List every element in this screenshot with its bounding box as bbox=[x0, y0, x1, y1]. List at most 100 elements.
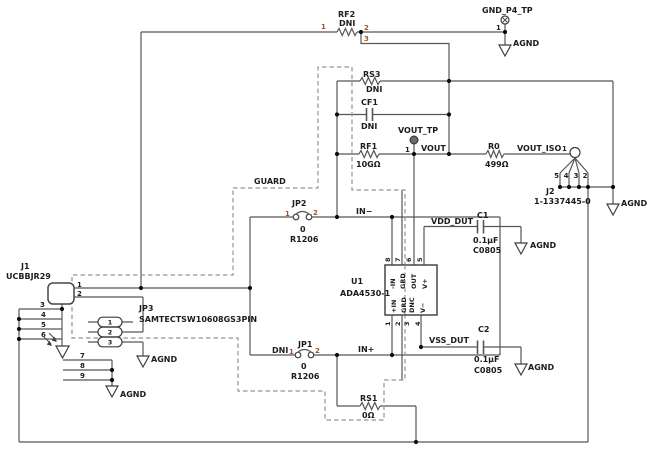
in-plus-label: IN+ bbox=[358, 345, 374, 354]
agnd-symbol bbox=[513, 363, 529, 377]
agnd-symbol bbox=[135, 355, 151, 369]
in-minus-label: IN− bbox=[356, 207, 372, 216]
rf1-value-label: 10GΩ bbox=[356, 160, 381, 169]
agnd-symbol bbox=[605, 203, 621, 217]
jp2-footprint-label: R1206 bbox=[290, 235, 319, 244]
resistor-rs3: RS3 DNI bbox=[359, 70, 382, 94]
jp1-footprint-label: R1206 bbox=[291, 372, 320, 381]
jp3-value-label: SAMTECTSW10608GS3PIN bbox=[139, 315, 257, 324]
c1-footprint-label: C0805 bbox=[473, 246, 502, 255]
resistor-rf1: RF1 10GΩ bbox=[356, 142, 381, 169]
vout-tp-pin: 1 bbox=[405, 146, 410, 154]
agnd-label: AGND bbox=[151, 355, 177, 364]
j1-pin-2: 2 bbox=[77, 290, 82, 298]
jp2-pin-2: 2 bbox=[313, 209, 318, 217]
agnd-label: AGND bbox=[528, 363, 554, 372]
u1-ref-label: U1 bbox=[351, 277, 363, 286]
u1-pin-num: 5 bbox=[416, 257, 424, 262]
u1-pin-name: -IN bbox=[389, 278, 397, 289]
j2-pin-1: 1 bbox=[562, 145, 567, 153]
j1-pin-3: 3 bbox=[40, 301, 45, 309]
u1-pin-name: V− bbox=[419, 303, 427, 313]
vout-label: VOUT bbox=[421, 144, 446, 153]
testpoint-vout-tp: VOUT_TP 1 bbox=[398, 126, 438, 154]
j1-pin-5: 5 bbox=[41, 321, 46, 329]
u1-pin-name: +IN bbox=[390, 300, 398, 313]
photodiode-symbol bbox=[43, 332, 71, 360]
jp1-value-label: 0 bbox=[301, 362, 307, 371]
connector-j1: J1 UCBBJR29 1 2 3 4 5 6 7 8 9 bbox=[6, 262, 85, 380]
testpoint-gnd-p4-tp: GND_P4_TP 1 bbox=[482, 6, 533, 32]
u1-pin-num: 2 bbox=[394, 321, 402, 326]
u1-body bbox=[384, 264, 438, 316]
vout-iso-label: VOUT_ISO bbox=[517, 144, 562, 153]
j2-fan-pin-3: 3 bbox=[574, 172, 579, 180]
u1-pin-num: 4 bbox=[414, 321, 422, 326]
u1-pin-num: 8 bbox=[384, 257, 392, 262]
capacitor-c2: C2 0.1µF C0805 bbox=[474, 325, 503, 375]
c2-footprint-label: C0805 bbox=[474, 366, 503, 375]
r0-value-label: 499Ω bbox=[485, 160, 509, 169]
jp1-ref-label: JP1 bbox=[297, 340, 313, 349]
agnd-label: AGND bbox=[513, 39, 539, 48]
rf2-pin-2: 2 bbox=[364, 24, 369, 32]
j1-pin-1: 1 bbox=[77, 281, 82, 289]
gnd-p4-tp-label: GND_P4_TP bbox=[482, 6, 533, 15]
agnd-symbol bbox=[513, 242, 529, 256]
u1-pin-num: 3 bbox=[403, 321, 411, 326]
u1-value-label: ADA4530-1 bbox=[340, 289, 391, 298]
j1-pin-4: 4 bbox=[41, 311, 46, 319]
j2-fan-pin-4: 4 bbox=[564, 172, 569, 180]
capacitor-cf1: CF1 DNI bbox=[361, 98, 378, 131]
j1-value-label: UCBBJR29 bbox=[6, 272, 51, 281]
jp3-pin-2: 2 bbox=[108, 329, 113, 337]
c1-ref-label: C1 bbox=[477, 211, 489, 220]
cf1-value-label: DNI bbox=[361, 122, 377, 131]
rs1-value-label: 0Ω bbox=[362, 411, 375, 420]
u1-pin-name: OUT bbox=[410, 273, 418, 289]
u1-pin-name: GRD bbox=[400, 297, 408, 313]
jp2-pin-1: 1 bbox=[285, 210, 290, 218]
jp3-pin-3: 3 bbox=[108, 339, 113, 347]
rf2-pin-3: 3 bbox=[364, 35, 369, 43]
jp3-ref-label: JP3 bbox=[138, 304, 153, 313]
agnd-label: AGND bbox=[120, 390, 146, 399]
junction-dots bbox=[16, 29, 616, 445]
j1-body bbox=[47, 282, 75, 305]
resistor-rs1: RS1 0Ω bbox=[359, 394, 381, 420]
opamp-u1: 8 7 6 5 -IN GRD OUT V+ +IN GRD DNC V− 1 … bbox=[340, 257, 438, 326]
u1-pin-num: 1 bbox=[384, 321, 392, 326]
agnd-symbol bbox=[104, 385, 120, 399]
resistor-rf2: RF2 DNI 1 2 3 bbox=[321, 10, 369, 43]
agnd-symbol bbox=[497, 44, 513, 58]
j1-ref-label: J1 bbox=[20, 262, 30, 271]
j2-fan-pin-5: 5 bbox=[554, 172, 559, 180]
rf2-ref-label: RF2 bbox=[338, 10, 355, 19]
u1-pin-name: GRD bbox=[399, 273, 407, 289]
agnd-label: AGND bbox=[530, 241, 556, 250]
c2-ref-label: C2 bbox=[478, 325, 489, 334]
j1-pin-6: 6 bbox=[41, 331, 46, 339]
u1-pin-num: 6 bbox=[405, 257, 413, 262]
j2-value-label: 1-1337445-0 bbox=[534, 197, 591, 206]
vdd-dut-label: VDD_DUT bbox=[431, 217, 474, 226]
jp1-dni-label: DNI bbox=[272, 346, 288, 355]
agnd-label: AGND bbox=[621, 199, 647, 208]
j2-ref-label: J2 bbox=[545, 187, 555, 196]
jumper-jp2: JP2 1 2 0 R1206 bbox=[285, 199, 319, 244]
net-labels: GUARD VOUT VDD_DUT VSS_DUT IN− IN+ bbox=[254, 144, 474, 354]
guard-ring-outline bbox=[71, 66, 406, 421]
gnd-p4-tp-pin: 1 bbox=[496, 24, 501, 32]
vss-dut-label: VSS_DUT bbox=[429, 336, 469, 345]
j1-pin-8: 8 bbox=[80, 362, 85, 370]
rf1-ref-label: RF1 bbox=[360, 142, 378, 151]
ground-symbols: AGND AGND AGND AGND AGND AGND bbox=[104, 39, 647, 399]
rs3-value-label: DNI bbox=[366, 85, 382, 94]
rs1-ref-label: RS1 bbox=[360, 394, 378, 403]
rf2-value-label: DNI bbox=[339, 19, 355, 28]
c1-value-label: 0.1µF bbox=[473, 236, 499, 245]
j1-pin-9: 9 bbox=[80, 372, 85, 380]
rs3-ref-label: RS3 bbox=[363, 70, 381, 79]
wires bbox=[18, 24, 614, 443]
